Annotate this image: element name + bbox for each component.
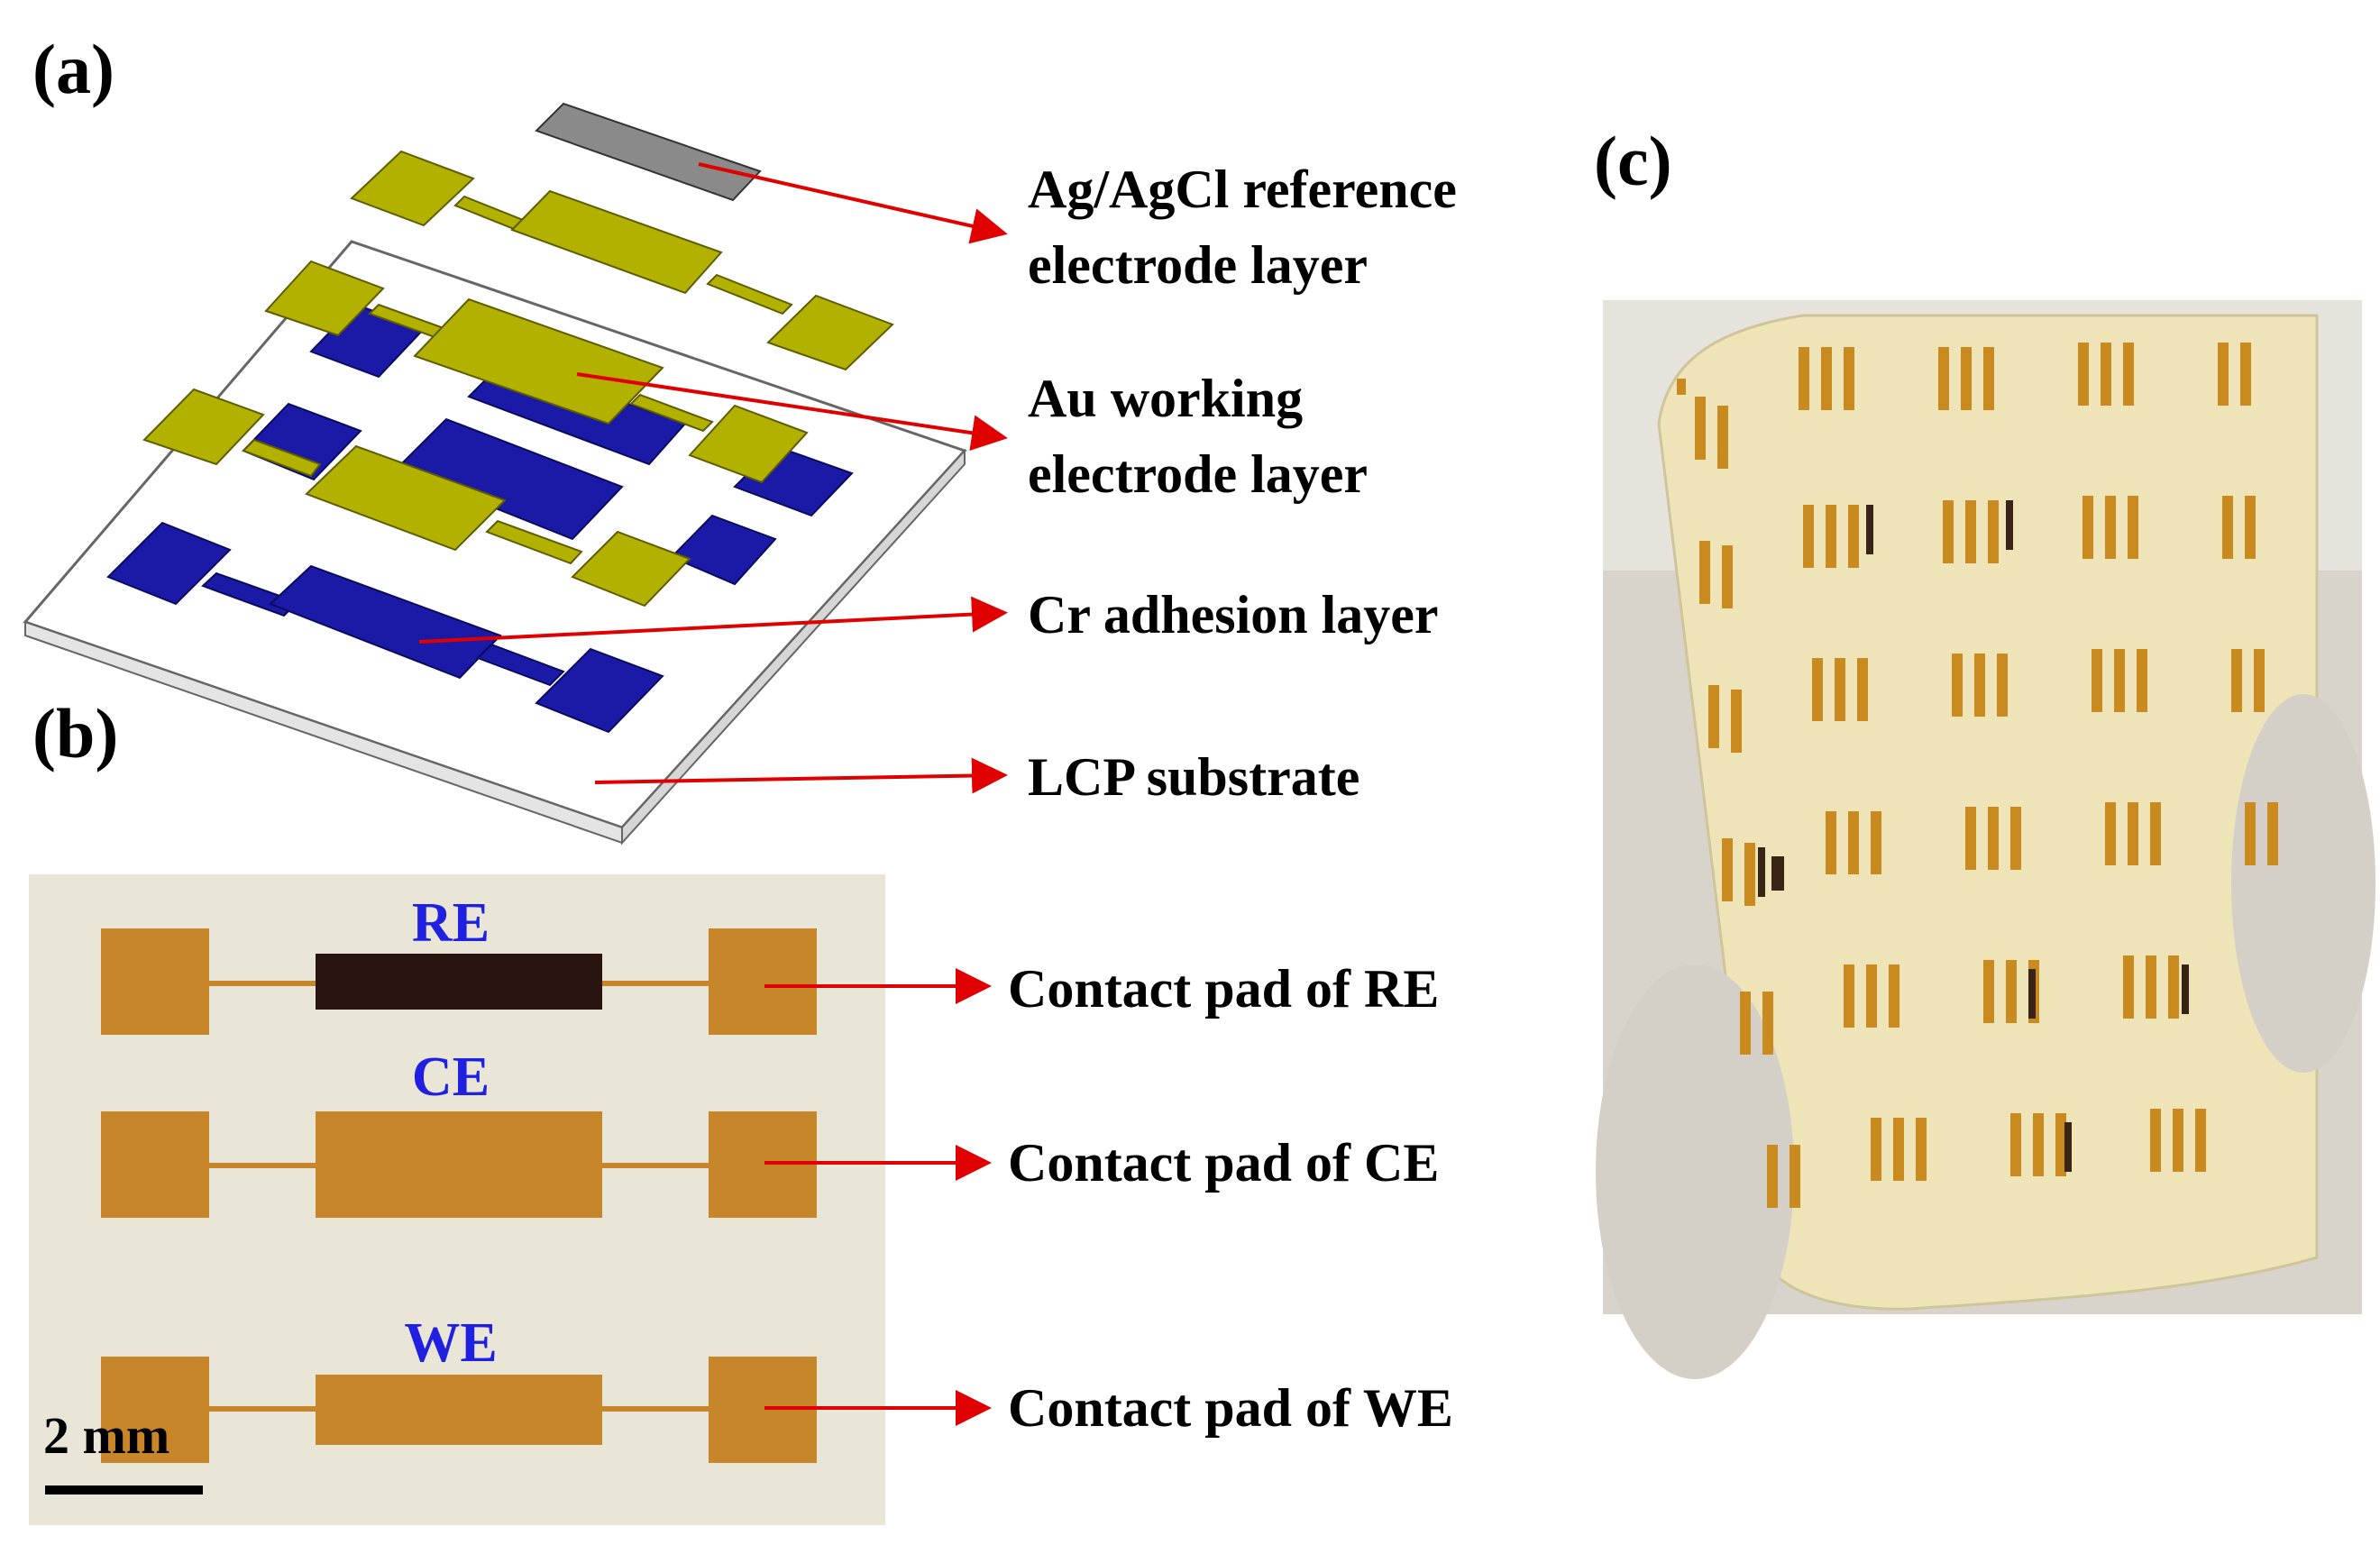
ce-electrode-row (101, 1111, 817, 1218)
panel-a-label: (a) (32, 30, 114, 108)
cr-adhesion-label: Cr adhesion layer (1028, 585, 1439, 644)
contact-pad-re-label: Contact pad of RE (1008, 959, 1440, 1019)
au-working-label-line2: electrode layer (1028, 444, 1368, 504)
we-tag: WE (404, 1312, 497, 1374)
scale-bar (45, 1485, 203, 1495)
ag-agcl-label-line1: Ag/AgCl reference (1028, 160, 1457, 219)
panel-a-arrows (418, 162, 1008, 794)
ce-tag: CE (412, 1047, 490, 1108)
cr-adhesion-layer (106, 303, 854, 734)
flexible-sheet-photo (1596, 300, 2375, 1379)
au-working-layer (142, 150, 894, 608)
we-electrode-row (101, 1357, 817, 1463)
re-tag: RE (412, 892, 490, 954)
panel-b-label: (b) (32, 694, 119, 772)
au-working-label: Au working electrode layer (1028, 361, 1368, 512)
lcp-substrate-label: LCP substrate (1028, 747, 1360, 807)
re-electrode-row (101, 928, 817, 1035)
contact-pad-we-label: Contact pad of WE (1008, 1378, 1453, 1438)
panel-b-arrows (764, 968, 992, 1426)
contact-pad-ce-label: Contact pad of CE (1008, 1133, 1440, 1193)
ag-agcl-label-line2: electrode layer (1028, 235, 1368, 295)
scale-bar-label: 2 mm (43, 1406, 169, 1465)
device-photo (29, 874, 885, 1525)
au-working-label-line1: Au working (1028, 369, 1304, 428)
ag-agcl-label: Ag/AgCl reference electrode layer (1028, 151, 1457, 303)
panel-c-label: (c) (1594, 122, 1672, 200)
ag-agcl-layer (535, 102, 762, 202)
